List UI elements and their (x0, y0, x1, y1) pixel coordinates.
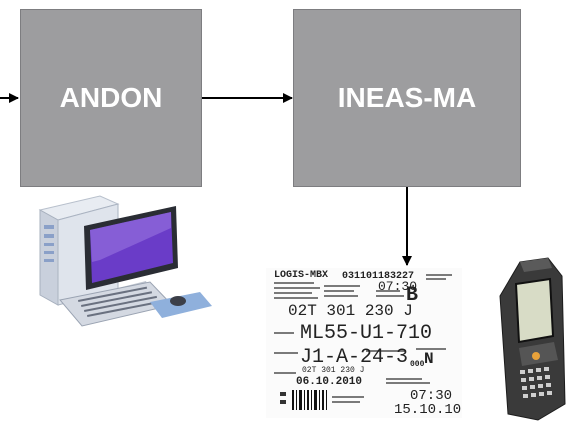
label-code-b: ML55-U1-710 (300, 322, 433, 345)
label-letter-b: B (406, 284, 419, 307)
label-code-d: 02T 301 230 J (302, 366, 365, 375)
label-number: 031101183227 (342, 271, 415, 282)
label-time: 07:30 (378, 279, 418, 294)
label-code-a: 02T 301 230 J (288, 302, 413, 320)
barcode-label-icon: LOGIS-MBX 031101183227 07:30 B 02T 301 2… (266, 268, 462, 418)
barcode (292, 390, 327, 410)
andon-label: ANDON (59, 82, 163, 113)
ineas-ma-box: INEAS-MA (293, 9, 521, 187)
label-date2: 15.10.10 (394, 402, 462, 418)
label-marker: 000 (410, 360, 425, 369)
label-code-c: J1-A-24-3 (300, 346, 409, 369)
andon-box: ANDON (20, 9, 202, 187)
label-decoration (274, 274, 452, 410)
ineas-ma-label: INEAS-MA (337, 82, 477, 113)
label-brand: LOGIS-MBX (274, 270, 329, 281)
label-letter-n: N (424, 350, 434, 368)
label-time2: 07:30 (410, 388, 453, 404)
label-date: 06.10.2010 (296, 376, 363, 388)
